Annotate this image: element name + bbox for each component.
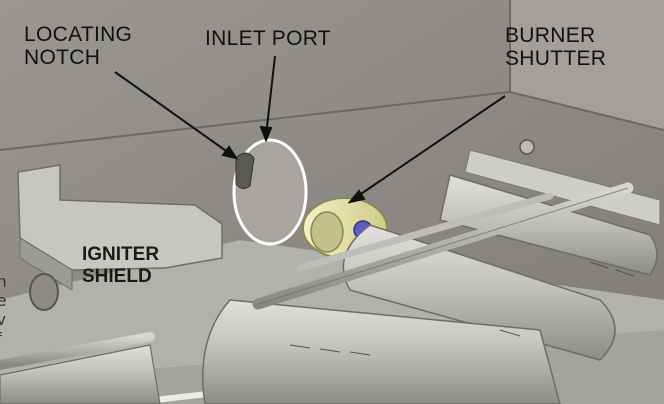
edge-text-line3: v <box>0 310 6 330</box>
mounting-screw-right <box>519 139 535 155</box>
right-wall <box>510 0 664 130</box>
label-burner-shutter-line2: SHUTTER <box>505 47 607 71</box>
leader-locating-notch <box>114 71 237 159</box>
burner-rod-left <box>0 332 155 370</box>
label-locating-notch-line2: NOTCH <box>24 46 101 70</box>
burner-tube-right <box>439 174 658 276</box>
leader-burner-shutter <box>351 95 506 201</box>
label-igniter-shield: IGNITER SHIELD <box>82 244 159 288</box>
burner-tube-lower <box>202 299 561 404</box>
burner-rod-upper <box>296 192 554 272</box>
port-ring-left <box>29 273 59 311</box>
label-inlet-port: INLET PORT <box>205 27 331 50</box>
burner-tube-left <box>0 344 161 404</box>
edge-text-line1: n <box>0 272 7 291</box>
label-locating-notch-line1: LOCATING <box>24 23 133 46</box>
label-igniter-shield-line2: SHIELD <box>82 265 152 287</box>
label-burner-shutter: BURNER SHUTTER <box>505 24 606 70</box>
leader-inlet-port <box>265 55 276 137</box>
locating-notch <box>235 152 255 190</box>
label-burner-shutter-line1: BURNER <box>505 24 596 47</box>
label-locating-notch: LOCATING NOTCH <box>24 23 132 69</box>
label-igniter-shield-line1: IGNITER <box>82 244 160 265</box>
edge-text-line2: e <box>0 291 7 311</box>
edge-text-fragment: n e v f <box>0 272 6 348</box>
edge-text-line4: f <box>0 329 6 348</box>
